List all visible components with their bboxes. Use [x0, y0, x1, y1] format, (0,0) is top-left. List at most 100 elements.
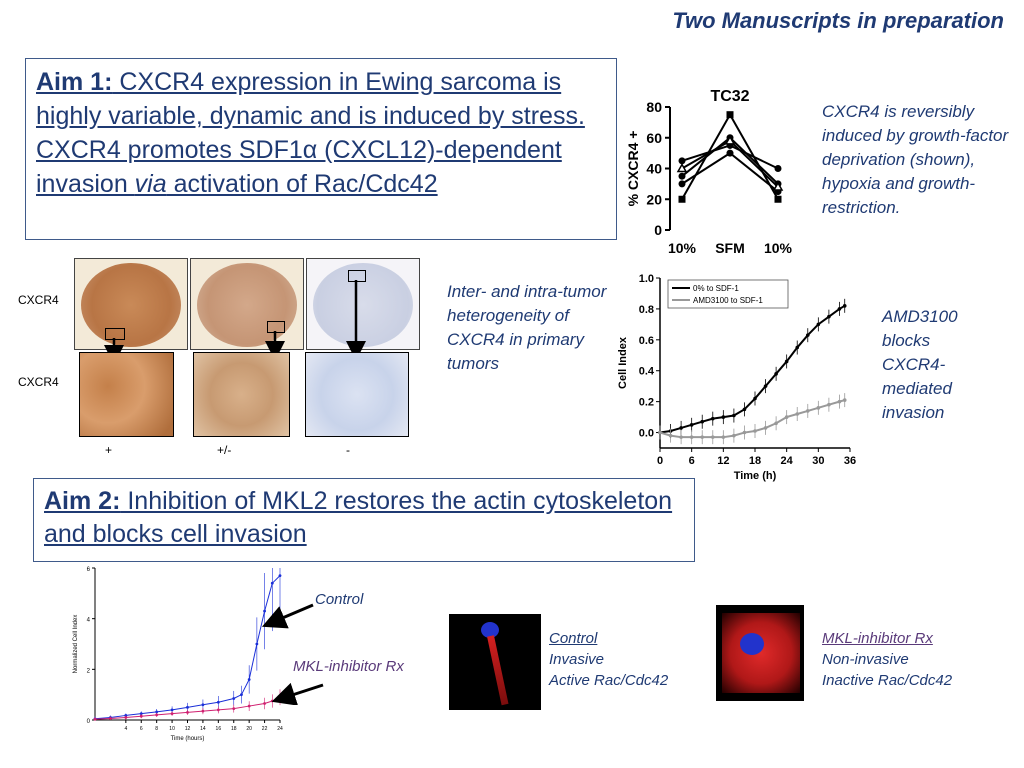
tc32-point — [678, 157, 686, 165]
growth-label-control: Control — [315, 591, 364, 608]
ci-x-label: Time (h) — [734, 470, 777, 482]
ihc-score-intermediate: +/- — [217, 443, 232, 457]
ci-x-tick-label: 6 — [689, 455, 695, 467]
ci-point — [679, 435, 683, 439]
ci-x-tick-label: 18 — [749, 455, 761, 467]
ihc-zoom-intermediate — [193, 352, 290, 437]
gr-x-tick-label: 4 — [124, 726, 127, 732]
ihc-core-intermediate — [190, 258, 304, 350]
gr-x-tick-label: 22 — [262, 726, 268, 732]
mkl-caption-line3: Inactive Rac/Cdc42 — [822, 672, 953, 689]
ci-point — [679, 426, 683, 430]
tc32-point — [678, 195, 686, 203]
gr-x-tick-label: 14 — [200, 726, 206, 732]
ci-x-tick-label: 36 — [844, 455, 856, 467]
ci-point — [742, 430, 747, 435]
amd3100-caption: AMD3100 blocks CXCR4-mediated invasion — [882, 307, 958, 422]
aim1-text-a: CXCR4 expression in Ewing sarcoma is hig… — [36, 68, 585, 198]
ci-series-line — [659, 399, 846, 439]
ci-point — [795, 412, 800, 416]
micrograph-control — [449, 614, 541, 710]
page-title: Two Manuscripts in preparation — [672, 8, 1004, 33]
aim1-prefix: Aim 1: — [36, 68, 113, 96]
gr-x-tick-label: 12 — [185, 726, 191, 732]
gr-y-label: Normalized Cell Index — [73, 615, 79, 674]
gr-point — [240, 693, 243, 697]
aim2-text: Inhibition of MKL2 restores the actin cy… — [44, 487, 673, 548]
gr-point — [263, 702, 266, 705]
gr-point — [170, 712, 174, 716]
ihc-core-negative — [306, 258, 420, 350]
ci-point — [837, 399, 842, 404]
gr-x-tick-label: 6 — [140, 726, 143, 732]
ci-point — [795, 345, 800, 350]
tc32-point — [676, 162, 688, 173]
ci-x-tick-label: 0 — [657, 455, 663, 467]
heterogeneity-caption: Inter- and intra-tumor heterogeneity of … — [447, 282, 607, 373]
ci-point — [721, 415, 726, 419]
ci-point — [710, 435, 715, 439]
ci-legend-box — [667, 279, 789, 309]
tc32-caption: CXCR4 is reversibly induced by growth-fa… — [822, 102, 1009, 217]
gr-point — [93, 717, 97, 721]
zoom-arrows — [104, 280, 366, 365]
ci-y-label: Cell Index — [617, 336, 629, 389]
ci-y-tick-label: 0.8 — [639, 304, 654, 316]
ihc-panel: CXCR4 CXCR4 + +/- - — [0, 255, 430, 465]
gr-point — [139, 712, 143, 716]
ci-y-tick-label: 0.6 — [639, 335, 654, 347]
gr-point — [170, 708, 174, 712]
ci-point — [827, 402, 831, 407]
gr-point — [186, 705, 189, 709]
tc32-point — [724, 135, 736, 145]
ci-point — [742, 407, 747, 412]
gr-x-label: Time (hours) — [171, 736, 205, 742]
ci-point — [842, 304, 847, 308]
tc32-x-tick-label: 10% — [668, 240, 697, 256]
gr-point — [255, 642, 259, 646]
ci-point — [700, 419, 705, 424]
ci-point — [774, 421, 778, 426]
gr-y-tick-label: 0 — [87, 719, 91, 725]
ci-point — [658, 430, 662, 435]
tc32-point — [726, 111, 734, 119]
gr-point — [232, 707, 236, 710]
ci-point — [837, 307, 842, 311]
ci-point — [774, 372, 778, 376]
ci-point — [842, 398, 847, 402]
control-caption-line3: Active Rac/Cdc42 — [549, 672, 669, 689]
ihc-zoom-negative — [305, 352, 409, 437]
ci-point — [827, 314, 831, 319]
gr-point — [247, 704, 251, 708]
gr-point — [139, 714, 143, 718]
ci-point — [668, 433, 673, 438]
ci-x-tick-label: 30 — [812, 455, 824, 467]
ci-point — [689, 435, 694, 439]
tc32-y-tick-label: 80 — [646, 99, 662, 115]
gr-point — [186, 711, 189, 714]
ci-point — [805, 409, 810, 413]
mkl-caption-line2: Non-invasive — [822, 651, 909, 668]
arrow-to-mkl — [271, 682, 324, 705]
ci-point — [784, 359, 789, 364]
arrow-to-control — [261, 603, 314, 629]
ihc-zoom-positive — [79, 352, 174, 437]
ci-point — [763, 384, 768, 388]
tc32-point — [772, 181, 784, 191]
ci-point — [721, 435, 726, 439]
ihc-core-positive — [74, 258, 188, 350]
ci-y-tick-label: 0.2 — [639, 397, 654, 409]
ci-point — [753, 429, 757, 433]
ci-point — [689, 423, 694, 427]
tc32-point — [774, 165, 782, 172]
tc32-point — [678, 180, 686, 188]
tc32-y-tick-label: 20 — [646, 191, 662, 207]
gr-point — [201, 703, 205, 707]
gr-point — [270, 581, 274, 585]
ihc-score-positive: + — [105, 443, 113, 457]
ci-x-tick-label: 24 — [781, 455, 794, 467]
gr-x-tick-label: 20 — [246, 726, 252, 732]
aim2-box: Aim 2: Inhibition of MKL2 restores the a… — [33, 478, 695, 562]
ci-x-tick-label: 12 — [717, 455, 729, 467]
